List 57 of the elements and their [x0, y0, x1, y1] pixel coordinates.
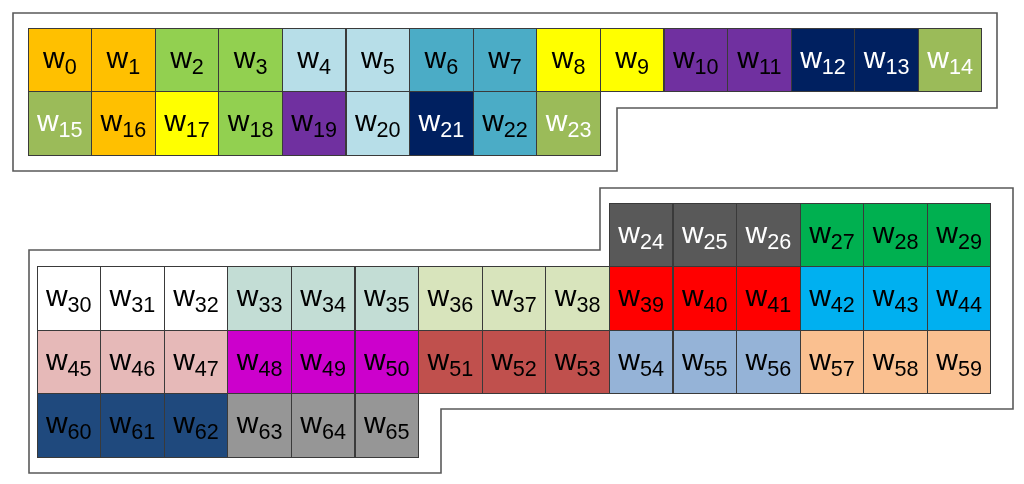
grid-cell: w$_{28}$ — [863, 202, 928, 268]
grid-cell: w$_{53}$ — [545, 329, 610, 395]
grid-cell: w$_{20}$ — [345, 91, 411, 156]
grid-cell: w$_{30}$ — [36, 266, 102, 331]
grid-cell: w$_{44}$ — [926, 266, 992, 331]
grid-cell: w$_{42}$ — [799, 266, 865, 331]
grid-cell: w$_{6}$ — [409, 27, 474, 93]
grid-cell: w$_{12}$ — [790, 27, 856, 93]
grid-cell: w$_{8}$ — [536, 27, 601, 93]
grid-cell: w$_{18}$ — [218, 91, 283, 156]
grid-cell: w$_{52}$ — [481, 329, 547, 395]
group-outline — [28, 187, 1014, 474]
grid-cell: w$_{24}$ — [608, 202, 674, 268]
grid-cell: w$_{4}$ — [281, 27, 347, 93]
grid-cell: w$_{60}$ — [36, 393, 102, 458]
grid-cell: w$_{59}$ — [926, 329, 992, 395]
grid-cell: w$_{46}$ — [100, 329, 165, 395]
grid-cell: w$_{51}$ — [418, 329, 483, 395]
grid-cell: w$_{29}$ — [926, 202, 992, 268]
group-outline — [12, 12, 998, 172]
grid-cell: w$_{22}$ — [472, 91, 538, 156]
grid-cell: w$_{36}$ — [418, 266, 483, 331]
grid-cell: w$_{43}$ — [863, 266, 928, 331]
grid-cell: w$_{41}$ — [736, 266, 801, 331]
grid-cell: w$_{49}$ — [290, 329, 356, 395]
grid-cell: w$_{33}$ — [227, 266, 292, 331]
grid-cell: w$_{14}$ — [917, 27, 983, 93]
grid-cell: w$_{58}$ — [863, 329, 928, 395]
grid-cell: w$_{23}$ — [536, 91, 601, 156]
grid-cell: w$_{62}$ — [163, 393, 229, 458]
grid-cell: w$_{11}$ — [727, 27, 792, 93]
grid-cell: w$_{65}$ — [354, 393, 420, 458]
grid-cell: w$_{39}$ — [608, 266, 674, 331]
grid-cell: w$_{56}$ — [736, 329, 801, 395]
grid-cell: w$_{9}$ — [599, 27, 665, 93]
grid-cell: w$_{3}$ — [218, 27, 283, 93]
grid-cell: w$_{10}$ — [663, 27, 729, 93]
grid-cell: w$_{17}$ — [154, 91, 220, 156]
grid-cell: w$_{1}$ — [91, 27, 156, 93]
grid-cell: w$_{21}$ — [409, 91, 474, 156]
grid-cell: w$_{35}$ — [354, 266, 420, 331]
grid-cell: w$_{64}$ — [290, 393, 356, 458]
grid-cell: w$_{13}$ — [854, 27, 919, 93]
grid-cell: w$_{48}$ — [227, 329, 292, 395]
grid-cell: w$_{40}$ — [672, 266, 738, 331]
grid-cell: w$_{61}$ — [100, 393, 165, 458]
grid-cell: w$_{38}$ — [545, 266, 610, 331]
grid-cell: w$_{63}$ — [227, 393, 292, 458]
grid-cell: w$_{34}$ — [290, 266, 356, 331]
grid-cell: w$_{26}$ — [736, 202, 801, 268]
grid-cell: w$_{16}$ — [91, 91, 156, 156]
grid-cell: w$_{54}$ — [608, 329, 674, 395]
grid-cell: w$_{15}$ — [27, 91, 93, 156]
grid-cell: w$_{19}$ — [281, 91, 347, 156]
grid-cell: w$_{37}$ — [481, 266, 547, 331]
grid-cell: w$_{55}$ — [672, 329, 738, 395]
grid-cell: w$_{57}$ — [799, 329, 865, 395]
